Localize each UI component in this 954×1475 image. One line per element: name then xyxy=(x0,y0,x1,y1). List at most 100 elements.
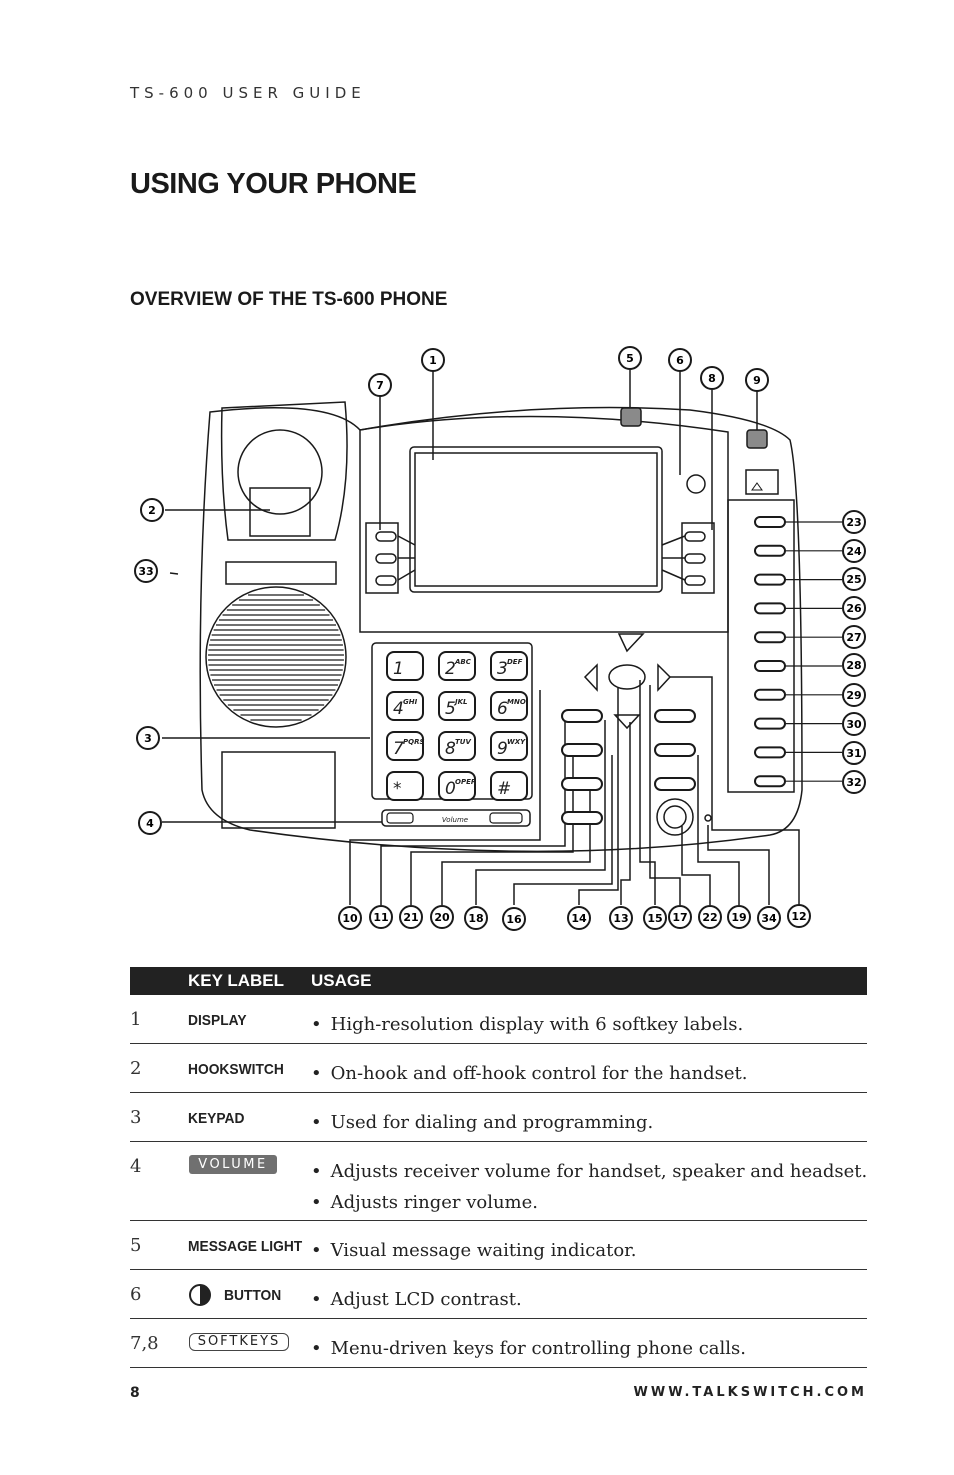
key-digit: 5 xyxy=(445,699,456,719)
row-number: 2 xyxy=(130,1058,142,1079)
callout-number: 18 xyxy=(468,912,483,925)
callout-24: 24 xyxy=(842,539,866,563)
table-header: KEY LABEL USAGE xyxy=(130,967,867,995)
row-number: 6 xyxy=(130,1284,142,1305)
eject-button xyxy=(745,469,779,495)
table-row: 5 MESSAGE LIGHT Visual message waiting i… xyxy=(130,1221,867,1270)
callout-16: 16 xyxy=(502,907,526,931)
table-row: 3 KEYPAD Used for dialing and programmin… xyxy=(130,1093,867,1142)
footer-url: WWW.TALKSWITCH.COM xyxy=(633,1385,867,1400)
key-digit: * xyxy=(393,779,402,799)
handset-lower xyxy=(221,751,336,829)
callout-number: 33 xyxy=(138,565,153,578)
callout-number: 2 xyxy=(148,504,156,517)
callout-number: 21 xyxy=(403,911,418,924)
key-letters: PQRS xyxy=(403,738,425,746)
handset-cradle xyxy=(220,401,348,541)
callout-7: 7 xyxy=(368,373,392,397)
keypad-key: * xyxy=(386,771,424,801)
callout-2: 2 xyxy=(140,498,164,522)
callout-number: 32 xyxy=(846,776,861,789)
table-row: 7,8 SOFTKEYS Menu-driven keys for contro… xyxy=(130,1319,867,1368)
callout-10: 10 xyxy=(338,906,362,930)
callout-8: 8 xyxy=(700,366,724,390)
key-digit: 2 xyxy=(445,659,456,679)
key-label: KEYPAD xyxy=(188,1110,245,1127)
key-digit: 1 xyxy=(393,659,404,679)
keypad-key: # xyxy=(490,771,528,801)
callout-30: 30 xyxy=(842,712,866,736)
callout-number: 29 xyxy=(846,689,861,702)
volume-bar xyxy=(381,809,531,827)
callout-number: 9 xyxy=(753,374,761,387)
callout-33: 33 xyxy=(134,559,158,583)
key-letters: TUV xyxy=(455,738,471,746)
callout-32: 32 xyxy=(842,770,866,794)
usage-list: Used for dialing and programming. xyxy=(311,1107,654,1138)
callout-number: 19 xyxy=(731,911,746,924)
display-screen xyxy=(409,446,663,593)
usage-item: Adjusts receiver volume for handset, spe… xyxy=(311,1156,868,1187)
message-light xyxy=(620,407,642,427)
table-row: 6 BUTTON Adjust LCD contrast. xyxy=(130,1270,867,1319)
callout-14: 14 xyxy=(567,906,591,930)
callout-25: 25 xyxy=(842,567,866,591)
callout-number: 22 xyxy=(702,911,717,924)
callout-28: 28 xyxy=(842,653,866,677)
programmable-key xyxy=(754,544,786,557)
running-header: TS-600 USER GUIDE xyxy=(130,84,366,102)
phone-body xyxy=(199,406,803,853)
callout-29: 29 xyxy=(842,683,866,707)
key-digit: 6 xyxy=(497,699,508,719)
callout-number: 16 xyxy=(506,913,522,926)
key-digit: 3 xyxy=(497,659,508,679)
callout-number: 3 xyxy=(144,732,152,745)
callout-1: 1 xyxy=(421,348,445,372)
volume-key-badge: VOLUME xyxy=(189,1155,277,1174)
callout-number: 8 xyxy=(708,372,716,385)
page-title: USING YOUR PHONE xyxy=(130,168,417,200)
callout-number: 30 xyxy=(846,718,862,731)
usage-item: Menu-driven keys for controlling phone c… xyxy=(311,1333,746,1364)
callout-number: 12 xyxy=(791,910,806,923)
callout-27: 27 xyxy=(842,625,866,649)
callout-number: 24 xyxy=(846,545,862,558)
callout-number: 23 xyxy=(846,516,861,529)
callout-19: 19 xyxy=(727,905,751,929)
callout-18: 18 xyxy=(464,906,488,930)
callout-17: 17 xyxy=(668,905,692,929)
softkeys-badge: SOFTKEYS xyxy=(189,1333,289,1351)
key-label: HOOKSWITCH xyxy=(188,1061,284,1078)
contrast-button xyxy=(686,474,706,494)
key-letters: OPER xyxy=(455,778,476,786)
callout-number: 11 xyxy=(373,911,388,924)
contrast-icon xyxy=(189,1284,211,1306)
key-digit: # xyxy=(497,779,511,799)
callout-number: 20 xyxy=(434,911,450,924)
callout-number: 13 xyxy=(613,912,628,925)
key-letters: GHI xyxy=(403,698,418,706)
usage-item: Adjust LCD contrast. xyxy=(311,1284,522,1315)
callout-number: 6 xyxy=(676,354,684,367)
key-label: BUTTON xyxy=(224,1287,282,1304)
callout-9: 9 xyxy=(745,368,769,392)
column-usage: USAGE xyxy=(311,971,372,990)
callout-number: 27 xyxy=(846,631,861,644)
usage-list: On-hook and off-hook control for the han… xyxy=(311,1058,748,1089)
programmable-key xyxy=(754,717,786,730)
callout-12: 12 xyxy=(787,904,811,928)
usage-item: Used for dialing and programming. xyxy=(311,1107,654,1138)
key-letters: JKL xyxy=(453,698,468,706)
column-key-label: KEY LABEL xyxy=(188,971,285,990)
programmable-key xyxy=(754,516,786,528)
callout-number: 25 xyxy=(846,573,861,586)
